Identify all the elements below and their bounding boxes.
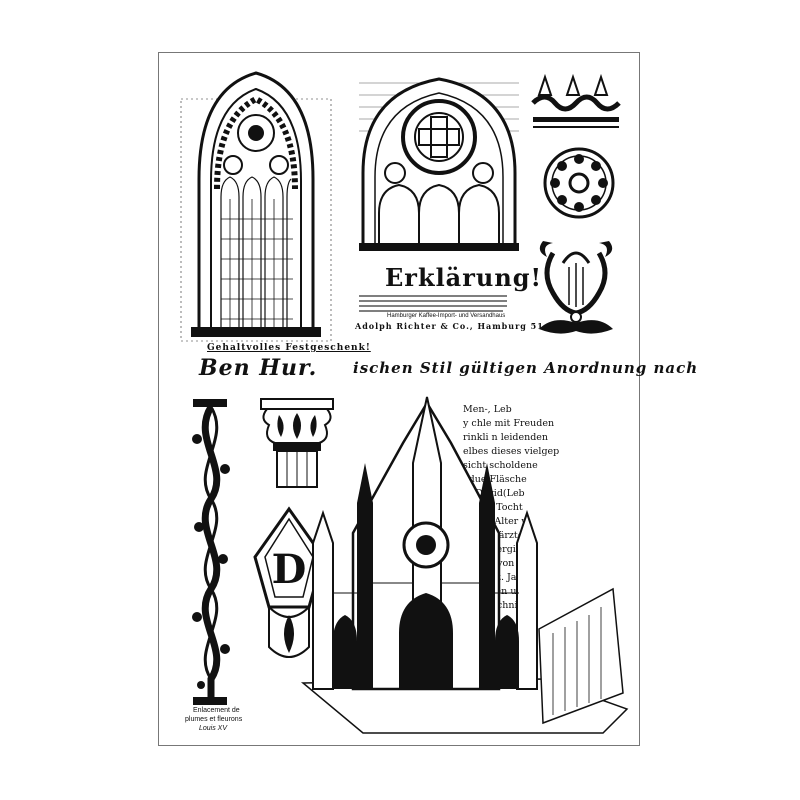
newspaper-line: Men-, Leb (463, 404, 512, 415)
newspaper-line: rinkli n leidenden (463, 432, 549, 443)
enlacement-caption-2: plumes et fleurons (185, 716, 243, 723)
ad-line-2: Adolph Richter & Co., Hamburg 51. (355, 321, 548, 331)
vine-column-ornament (192, 399, 230, 705)
newspaper-line: elbes dieses vielgep (463, 446, 560, 457)
stamp-sheet: Gehaltvolles Festgeschenk! Ben Hur. Erkl… (158, 52, 697, 746)
gothic-window-illustration (180, 71, 332, 342)
lyre-acanthus-ornament (539, 241, 613, 334)
ad-fine-print (359, 295, 507, 312)
newspaper-line: sicht scholdene (463, 460, 538, 471)
newspaper-line: adue Fläsche (463, 474, 527, 485)
enlacement-caption-1: Enlacement de (193, 707, 240, 714)
script-text-line: ischen Stil gültigen Anordnung nach (353, 359, 699, 377)
enlacement-caption-3: Louis XV (199, 725, 228, 732)
newspaper-line: y chle mit Freuden (463, 418, 555, 429)
initial-letter: D (272, 546, 307, 593)
rose-window-arch-illustration (359, 77, 519, 251)
initial-letter-ornament: D (253, 506, 325, 658)
corinthian-capital (260, 398, 334, 488)
ben-hur-title: Ben Hur. (199, 355, 318, 381)
newspaper-line: sprechen unser (463, 586, 538, 597)
newspaper-line: ihrem Alter w (463, 516, 530, 527)
newspaper-line: h. David(Leb (463, 488, 525, 499)
crown-border-ornament (531, 73, 621, 128)
window-caption: Gehaltvolles Festgeschenk! (207, 343, 371, 353)
ad-line-1: Hamburger Kaffee-Import- und Versandhaus (387, 313, 506, 319)
rosette-medallion (543, 147, 615, 219)
gothic-cathedral-illustration (300, 396, 629, 734)
erklaerung-title: Erklärung! (385, 263, 543, 292)
